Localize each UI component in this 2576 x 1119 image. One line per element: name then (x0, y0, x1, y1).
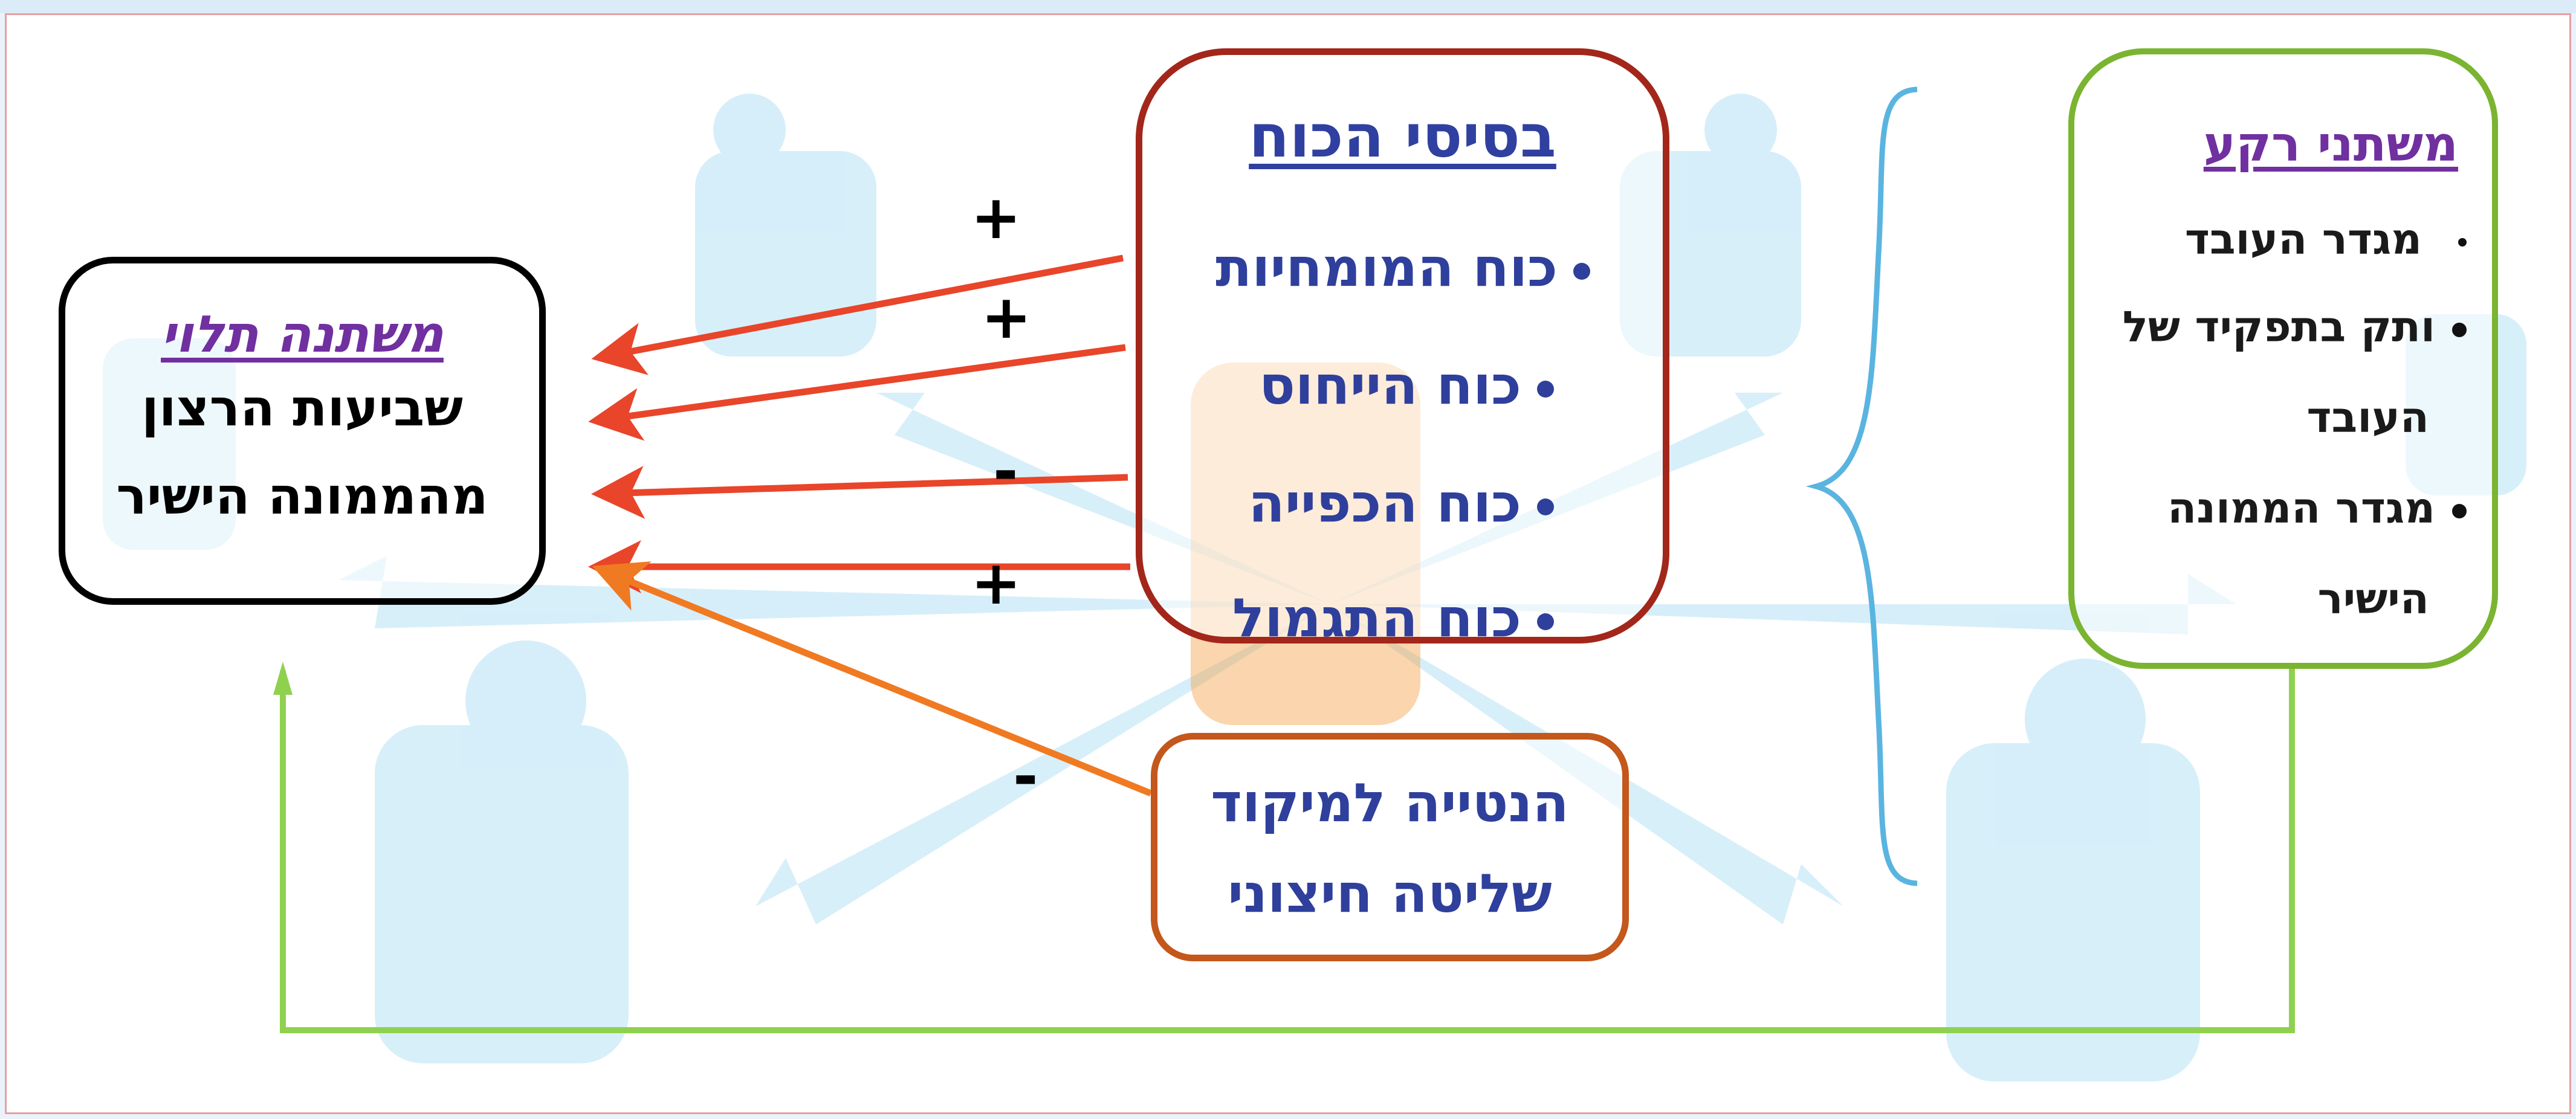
arrow-coercive-to-satisfaction (591, 465, 1128, 519)
background-item-employee-gender: מגדר העובד (2185, 214, 2467, 264)
dependent-variable-line-1: שביעות הרצון (141, 378, 463, 437)
background-item-seniority: ותק בתפקיד של (2123, 302, 2467, 352)
bullet-icon (1573, 263, 1590, 280)
power-item-label: כוח הייחוס (1259, 354, 1521, 416)
feedback-line (280, 669, 2295, 1033)
power-item-referent: כוח הייחוס (1259, 354, 1554, 416)
bullet-icon (2452, 322, 2467, 337)
bg-arrow-right (1330, 574, 2236, 634)
feedback-arrowhead (273, 662, 293, 695)
dependent-variable-box: משתנה תלוי שביעות הרצון מהממונה הישיר (59, 257, 546, 605)
power-item-reward: כוח התגמול (1232, 587, 1554, 649)
bg-person-1 (695, 151, 876, 356)
background-variables-title: משתני רקע (2203, 116, 2458, 172)
power-item-label: כוח המומחיות (1215, 236, 1558, 298)
background-item-label: הישיר (2317, 574, 2429, 624)
bullet-icon (1537, 498, 1554, 516)
background-item-manager-gender-cont: הישיר (2317, 574, 2429, 624)
top-stripe (0, 0, 2576, 13)
external-locus-line-1: הנטייה למיקוד (1211, 772, 1569, 834)
power-item-coercive: כוח הכפייה (1248, 472, 1554, 534)
dependent-variable-title: משתנה תלוי (161, 305, 444, 364)
bg-person-4 (1946, 743, 2200, 1082)
power-item-label: כוח התגמול (1232, 587, 1521, 649)
power-item-expertise: כוח המומחיות (1215, 236, 1590, 298)
brace-background-variables (1805, 86, 1918, 886)
sign-referent: + (981, 282, 1032, 352)
bullet-icon (1537, 613, 1554, 631)
sign-coercive: - (993, 436, 1018, 506)
power-bases-title: בסיסי הכוח (1249, 102, 1556, 171)
background-item-label: מגדר הממונה (2167, 483, 2435, 533)
arrow-locus-to-satisfaction (592, 561, 1153, 797)
power-bases-box: בסיסי הכוח כוח המומחיות כוח הייחוס כוח ה… (1136, 48, 1669, 649)
external-locus-line-2: שליטה חיצוני (1228, 862, 1552, 924)
bullet-icon (2458, 237, 2467, 247)
bg-arrow-down-left (756, 604, 1330, 924)
bullet-icon (1537, 381, 1554, 398)
bg-person-3 (375, 725, 629, 1063)
arrow-referent-to-satisfaction (588, 344, 1126, 441)
bg-arrow-left (338, 556, 1330, 628)
power-item-label: כוח הכפייה (1248, 472, 1521, 534)
background-item-manager-gender: מגדר הממונה (2167, 483, 2467, 533)
background-item-seniority-cont: העובד (2306, 393, 2429, 442)
sign-locus: - (1013, 741, 1038, 811)
background-variables-box: משתני רקע מגדר העובד ותק בתפקיד של העובד… (2068, 48, 2498, 669)
sign-reward: + (971, 547, 1021, 618)
bullet-icon (2452, 503, 2467, 518)
background-item-label: ותק בתפקיד של (2122, 302, 2435, 352)
sign-expertise: + (971, 182, 1021, 253)
external-locus-box: הנטייה למיקוד שליטה חיצוני (1151, 733, 1629, 961)
arrow-expertise-to-satisfaction (591, 254, 1124, 375)
background-item-label: מגדר העובד (2184, 214, 2422, 264)
dependent-variable-line-2: מהממונה הישיר (116, 466, 488, 526)
background-item-label: העובד (2306, 393, 2429, 442)
